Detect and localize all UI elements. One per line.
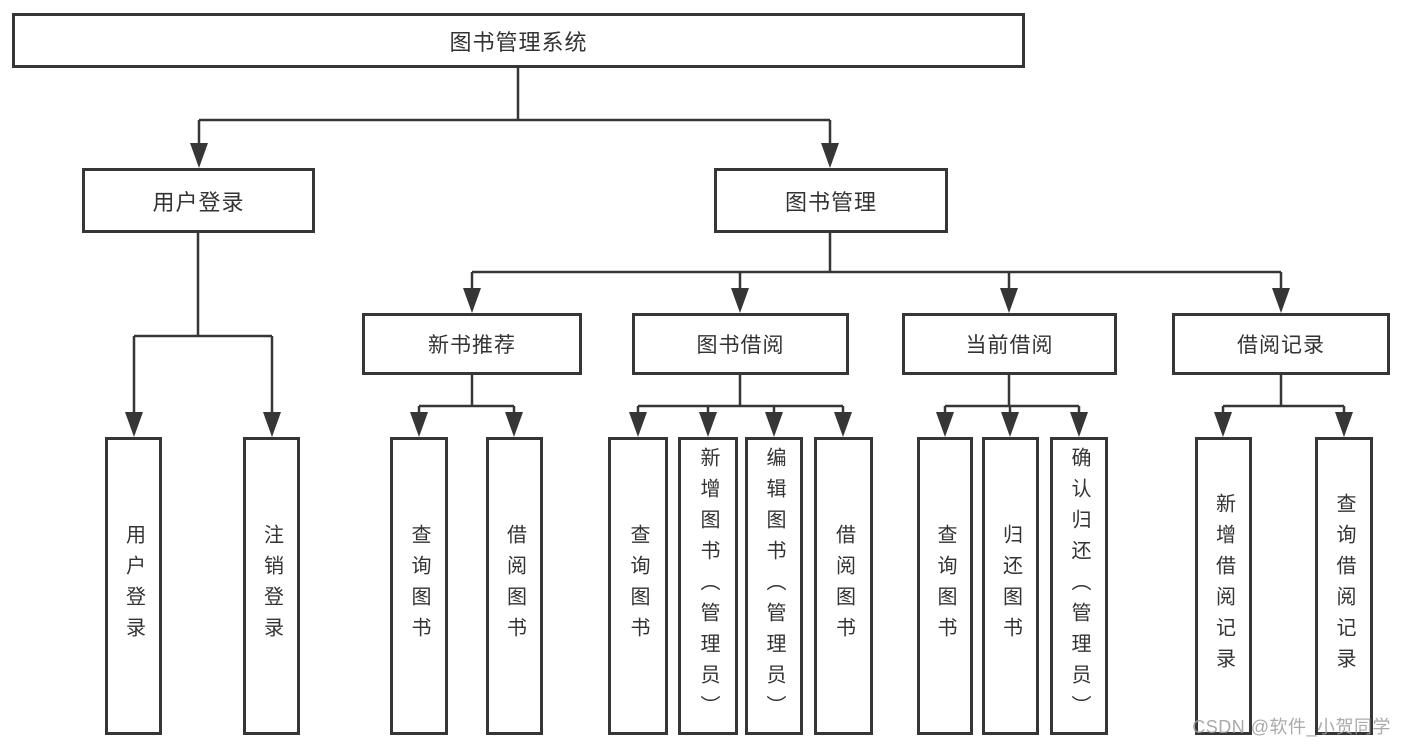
node-current-borrowing-label: 当前借阅	[965, 334, 1054, 357]
node-leaf-query-books-borrowing: 查询图书	[608, 437, 668, 735]
node-leaf-query-books-current-label: 查询图书	[934, 524, 956, 648]
node-leaf-edit-books-admin: 编辑图书（管理员）	[745, 437, 803, 735]
node-book-borrowing-label: 图书借阅	[696, 334, 785, 357]
node-leaf-borrow-books-recommend-label: 借阅图书	[503, 524, 526, 648]
node-leaf-return-books-label: 归还图书	[999, 524, 1022, 648]
node-leaf-add-books-admin: 新增图书（管理员）	[678, 437, 738, 735]
node-leaf-confirm-return-admin: 确认归还（管理员）	[1050, 437, 1108, 735]
csdn-watermark: CSDN @软件_小贺同学	[1192, 717, 1391, 737]
node-leaf-logout: 注销登录	[243, 437, 300, 735]
node-leaf-edit-books-admin-label: 编辑图书（管理员）	[763, 446, 785, 726]
node-book-management: 图书管理	[714, 168, 948, 233]
node-leaf-return-books: 归还图书	[982, 437, 1039, 735]
node-root: 图书管理系统	[12, 13, 1025, 68]
node-leaf-borrow-books-borrowing-label: 借阅图书	[832, 524, 855, 648]
node-leaf-confirm-return-admin-label: 确认归还（管理员）	[1068, 446, 1090, 726]
node-leaf-user-login-label: 用户登录	[122, 524, 145, 648]
node-leaf-add-books-admin-label: 新增图书（管理员）	[697, 446, 719, 726]
node-user-login-label: 用户登录	[152, 189, 245, 215]
node-leaf-query-books-current: 查询图书	[917, 437, 973, 735]
node-borrowing-records: 借阅记录	[1172, 313, 1390, 375]
node-leaf-query-books-borrowing-label: 查询图书	[627, 524, 649, 648]
node-leaf-borrow-books-recommend: 借阅图书	[486, 437, 543, 735]
node-leaf-add-borrow-record: 新增借阅记录	[1195, 437, 1252, 735]
node-leaf-add-borrow-record-label: 新增借阅记录	[1212, 493, 1235, 679]
node-leaf-borrow-books-borrowing: 借阅图书	[814, 437, 873, 735]
node-leaf-query-borrow-record-label: 查询借阅记录	[1333, 493, 1355, 679]
node-leaf-logout-label: 注销登录	[260, 524, 283, 648]
node-leaf-query-borrow-record: 查询借阅记录	[1315, 437, 1373, 735]
node-leaf-query-books-recommend: 查询图书	[390, 437, 448, 735]
node-leaf-user-login: 用户登录	[105, 437, 162, 735]
node-borrowing-records-label: 借阅记录	[1237, 334, 1325, 357]
node-new-book-recommendation: 新书推荐	[362, 313, 582, 375]
node-book-management-label: 图书管理	[784, 189, 877, 215]
node-leaf-query-books-recommend-label: 查询图书	[408, 524, 430, 648]
node-new-book-recommendation-label: 新书推荐	[428, 334, 516, 357]
node-book-borrowing: 图书借阅	[632, 313, 849, 375]
node-user-login: 用户登录	[82, 168, 315, 233]
node-root-label: 图书管理系统	[449, 29, 588, 55]
node-current-borrowing: 当前借阅	[902, 313, 1117, 375]
